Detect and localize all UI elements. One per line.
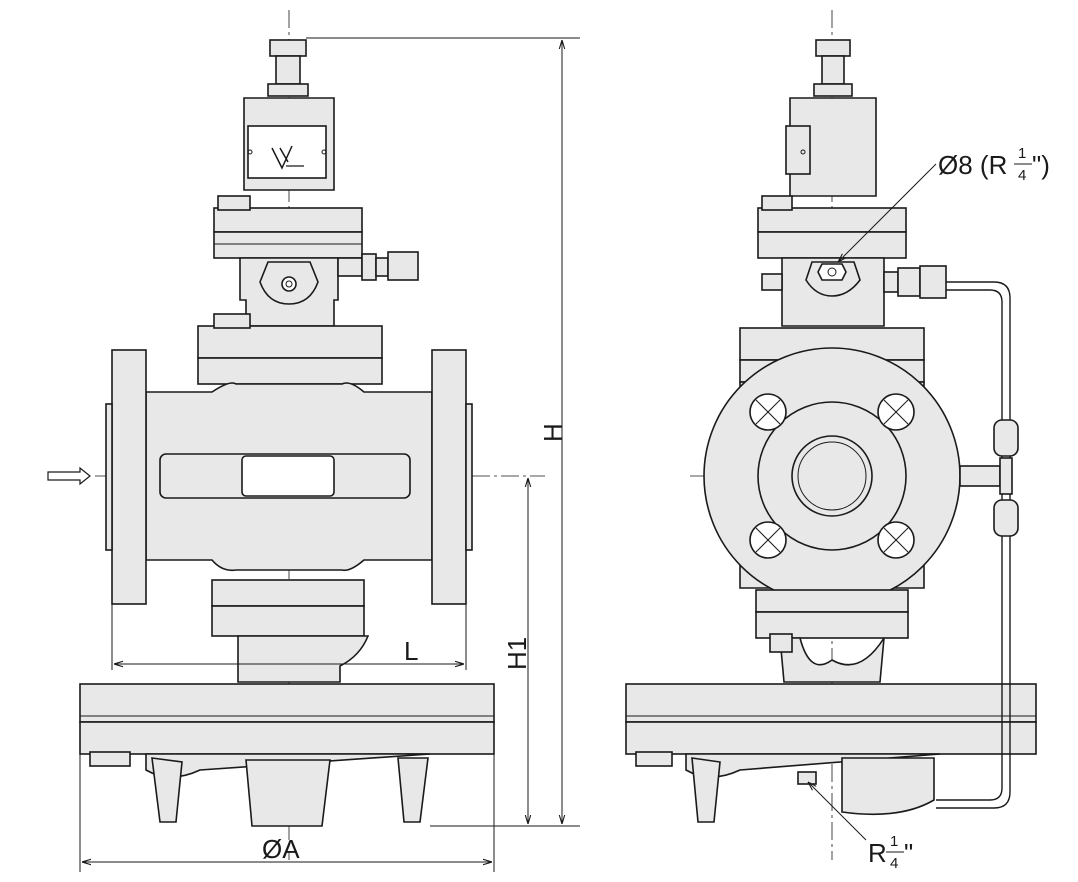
pipe-flange-face: [703, 347, 961, 605]
dimension-label-oa: ØA: [262, 834, 300, 864]
main-diaphragm-case: [79, 683, 495, 827]
valve-neck: [239, 257, 339, 327]
lower-body: [211, 579, 370, 683]
side-sensing-fitting: [883, 265, 947, 299]
sensing-line-tube: [936, 281, 1019, 809]
side-spring-bonnet: [785, 97, 877, 197]
svg-text:"): "): [1032, 150, 1050, 180]
port-callout-bottom: R 1 4 ": [868, 833, 913, 872]
flow-direction-arrow-icon: [47, 466, 91, 486]
valve-body: [105, 349, 473, 605]
front-view: H H1 L ØA: [47, 10, 580, 872]
svg-text:4: 4: [890, 855, 898, 872]
side-adjusting-screw: [813, 39, 853, 97]
side-pilot-diaphragm-case: [757, 195, 907, 327]
side-view: Ø8 (R 1 4 ") R 1 4 ": [625, 10, 1050, 872]
sensing-fitting: [337, 251, 419, 281]
svg-text:R: R: [868, 838, 887, 868]
dimension-label-h: H: [538, 423, 568, 442]
port-callout-top: Ø8 (R 1 4 "): [938, 145, 1050, 184]
dimension-label-l: L: [404, 636, 418, 666]
callout-leaders: [808, 163, 937, 841]
manufacturer-logo-icon: [271, 145, 304, 170]
bolt-hole-icon: [877, 393, 915, 431]
bolt-hole-icon: [749, 521, 787, 559]
svg-text:1: 1: [1018, 145, 1026, 162]
side-main-diaphragm-case: [625, 683, 1037, 823]
pilot-diaphragm-case: [213, 195, 363, 259]
svg-text:": ": [904, 838, 913, 868]
spring-bonnet: [243, 97, 335, 191]
svg-text:1: 1: [890, 833, 898, 850]
side-lower-body: [755, 589, 909, 683]
bonnet-flange: [197, 313, 383, 385]
bolt-hole-icon: [749, 393, 787, 431]
dimension-lines: [79, 37, 580, 872]
dimension-label-h1: H1: [502, 637, 532, 670]
svg-text:4: 4: [1018, 167, 1026, 184]
svg-text:Ø8 (R: Ø8 (R: [938, 150, 1007, 180]
adjusting-screw: [267, 39, 309, 97]
bolt-hole-icon: [877, 521, 915, 559]
